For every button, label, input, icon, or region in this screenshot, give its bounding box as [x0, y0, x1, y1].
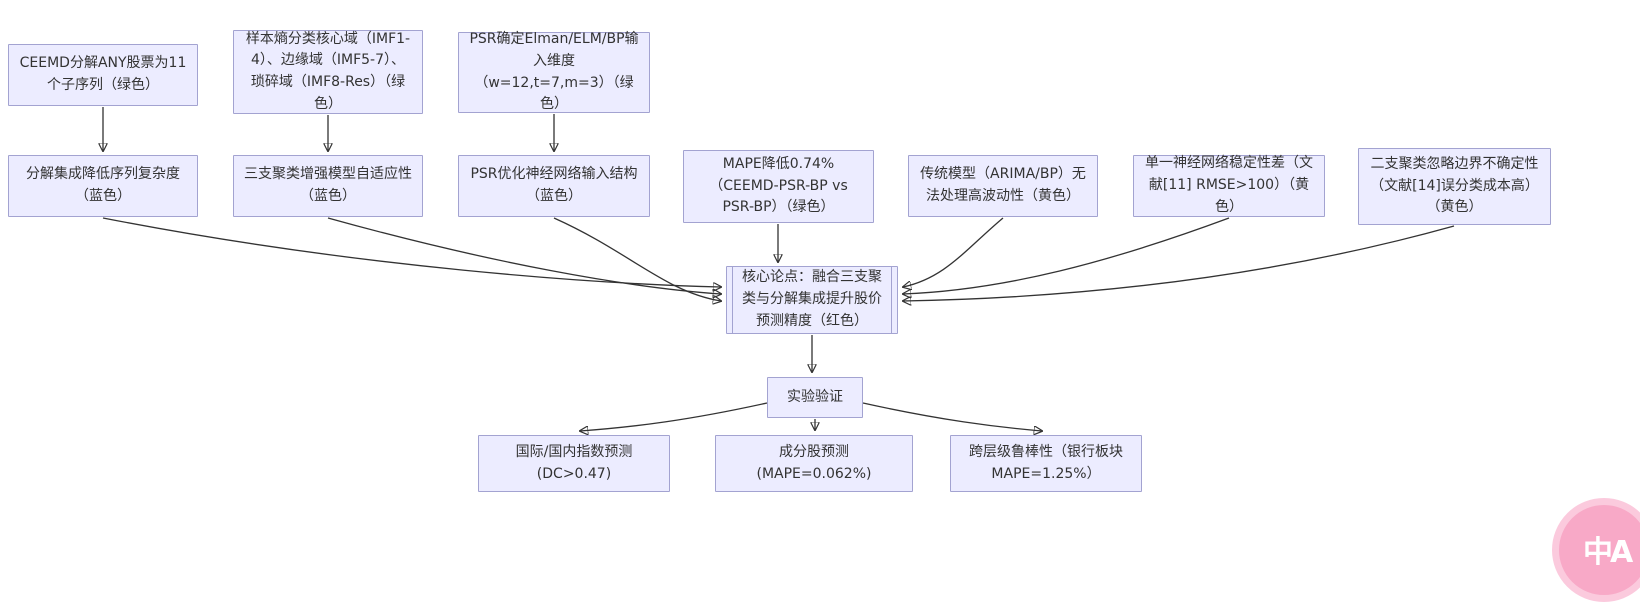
node-label: PSR确定Elman/ELM/BP输入维度（w=12,t=7,m=3）（绿色）: [469, 31, 639, 113]
edge-complexity-to-core: [102, 217, 721, 287]
translate-badge[interactable]: 中A: [1552, 498, 1640, 602]
edge-structure-to-core: [553, 217, 721, 301]
edge-traditional-to-core: [903, 217, 1004, 287]
edge-twoway-to-core: [903, 225, 1455, 301]
node-single-nn-instability: 单一神经网络稳定性差（文献[11] RMSE>100）（黄色）: [1133, 155, 1325, 217]
edge-adaptivity-to-core: [327, 217, 721, 294]
node-two-way-clustering-limitation: 二支聚类忽略边界不确定性（文献[14]误分类成本高）（黄色）: [1358, 148, 1551, 225]
node-label: 分解集成降低序列复杂度（蓝色）: [26, 166, 180, 204]
node-label: 三支聚类增强模型自适应性（蓝色）: [244, 166, 412, 204]
node-label: MAPE降低0.74%（CEEMD-PSR-BP vs PSR-BP）（绿色）: [709, 155, 848, 216]
node-psr-optimize-input-structure: PSR优化神经网络输入结构（蓝色）: [458, 155, 650, 217]
node-mape-reduction: MAPE降低0.74%（CEEMD-PSR-BP vs PSR-BP）（绿色）: [683, 150, 874, 223]
node-label: CEEMD分解ANY股票为11个子序列（绿色）: [19, 55, 187, 93]
node-label: 单一神经网络稳定性差（文献[11] RMSE>100）（黄色）: [1145, 155, 1313, 215]
node-experiment-validation: 实验验证: [767, 377, 863, 418]
node-traditional-model-limitation: 传统模型（ARIMA/BP）无法处理高波动性（黄色）: [908, 155, 1098, 217]
node-label: 样本熵分类核心域（IMF1-4）、边缘域（IMF5-7）、琐碎域（IMF8-Re…: [245, 30, 411, 112]
node-constituent-stock-prediction: 成分股预测 (MAPE=0.062%): [715, 435, 913, 492]
edge-singlenn-to-core: [903, 217, 1230, 294]
node-sample-entropy-classification: 样本熵分类核心域（IMF1-4）、边缘域（IMF5-7）、琐碎域（IMF8-Re…: [233, 30, 423, 114]
node-label: 核心论点：融合三支聚类与分解集成提升股价预测精度（红色）: [742, 269, 882, 329]
node-label: 国际/国内指数预测 (DC>0.47): [515, 443, 633, 482]
node-three-way-clustering-adaptivity: 三支聚类增强模型自适应性（蓝色）: [233, 155, 423, 217]
node-index-prediction: 国际/国内指数预测 (DC>0.47): [478, 435, 670, 492]
node-label: 传统模型（ARIMA/BP）无法处理高波动性（黄色）: [920, 166, 1086, 204]
node-psr-input-dimension: PSR确定Elman/ELM/BP输入维度（w=12,t=7,m=3）（绿色）: [458, 31, 650, 113]
node-label: PSR优化神经网络输入结构（蓝色）: [470, 166, 638, 204]
flowchart-canvas: CEEMD分解ANY股票为11个子序列（绿色） 样本熵分类核心域（IMF1-4）…: [0, 30, 1551, 574]
translate-badge-label: 中A: [1583, 535, 1633, 570]
node-ceemd-decomposition: CEEMD分解ANY股票为11个子序列（绿色）: [8, 44, 198, 106]
node-label: 实验验证: [787, 388, 843, 405]
edge-experiment-to-index: [580, 402, 768, 431]
node-label: 跨层级鲁棒性（银行板块 MAPE=1.25%）: [969, 443, 1123, 482]
node-decomposition-reduce-complexity: 分解集成降低序列复杂度（蓝色）: [8, 155, 198, 217]
edge-experiment-to-robust: [862, 402, 1042, 431]
node-label: 二支聚类忽略边界不确定性（文献[14]误分类成本高）（黄色）: [1370, 155, 1539, 216]
flowchart-edges: [0, 107, 1455, 574]
node-label: 成分股预测 (MAPE=0.062%): [756, 443, 872, 482]
node-cross-level-robustness: 跨层级鲁棒性（银行板块 MAPE=1.25%）: [950, 435, 1142, 492]
node-core-thesis: 核心论点：融合三支聚类与分解集成提升股价预测精度（红色）: [726, 266, 898, 334]
